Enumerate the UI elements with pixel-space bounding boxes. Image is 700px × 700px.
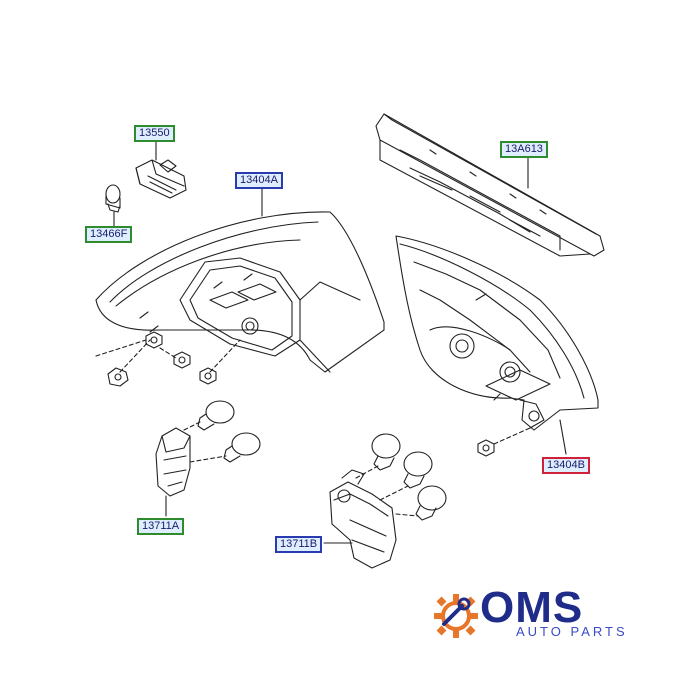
gear-icon (434, 594, 478, 638)
part-label-13A613[interactable]: 13A613 (500, 141, 548, 158)
bulb-holder-13711B (323, 433, 447, 569)
nuts-left (95, 331, 241, 387)
part-label-13404A[interactable]: 13404A (235, 172, 283, 189)
wedge-bulb-13466F (105, 184, 121, 227)
oms-logo: OMS AUTO PARTS (430, 586, 660, 646)
bulb-holder-13711A (155, 400, 261, 517)
logo-name: OMS (480, 583, 584, 632)
logo-tagline: AUTO PARTS (516, 624, 628, 639)
part-label-13466F[interactable]: 13466F (85, 226, 133, 243)
tail-lamp-13404B (395, 235, 599, 455)
part-label-13711B[interactable]: 13711B (275, 536, 323, 553)
nut-right (477, 427, 531, 457)
part-label-13550[interactable]: 13550 (134, 125, 175, 142)
bulb-holder-13550 (135, 139, 187, 199)
part-label-13404B[interactable]: 13404B (542, 457, 590, 474)
part-label-13711A[interactable]: 13711A (137, 518, 185, 535)
brake-lamp-13A613 (375, 113, 605, 257)
tail-lamp-13404A (95, 185, 385, 373)
